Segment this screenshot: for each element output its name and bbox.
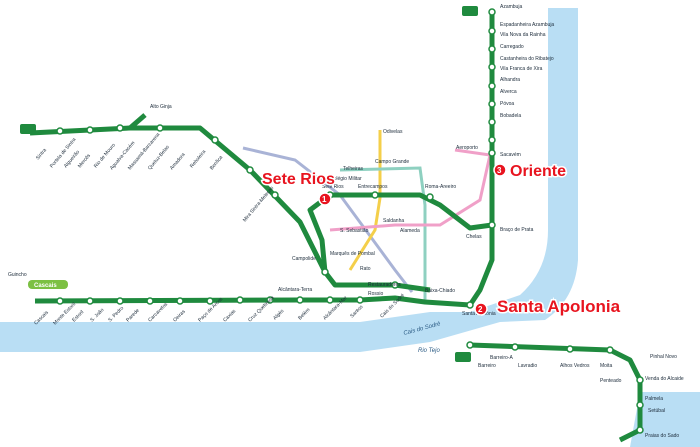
svg-text:Carregado: Carregado [500, 44, 524, 50]
svg-text:Estoril: Estoril [71, 309, 85, 323]
svg-text:Mira Sintra-Meleças: Mira Sintra-Meleças [242, 185, 275, 223]
metro-yellow-line [348, 130, 382, 271]
svg-text:Telheiras: Telheiras [343, 166, 364, 172]
svg-text:Marquês de Pombal: Marquês de Pombal [330, 251, 375, 257]
svg-text:Amadora: Amadora [169, 152, 187, 172]
oriente-south-curve [467, 225, 495, 307]
svg-text:Baixa-Chiado: Baixa-Chiado [425, 288, 455, 294]
cp-logo-icon [20, 6, 478, 362]
svg-text:Azambuja: Azambuja [500, 4, 522, 10]
svg-text:Vila Franca de Xira: Vila Franca de Xira [500, 66, 543, 72]
svg-text:Alhos Vedros: Alhos Vedros [560, 363, 590, 369]
topleft-branch [128, 113, 147, 130]
svg-text:Oriente: Oriente [510, 163, 566, 180]
svg-text:Alverca: Alverca [500, 89, 517, 95]
svg-text:Odivelas: Odivelas [383, 129, 403, 135]
guincho-label: Guincho [8, 272, 27, 278]
svg-text:S. João: S. João [89, 307, 105, 323]
svg-text:Palmela: Palmela [645, 396, 663, 402]
north-line [330, 12, 495, 231]
svg-text:Benfica: Benfica [209, 154, 224, 171]
svg-text:Santa Apolonia: Santa Apolonia [497, 297, 621, 316]
svg-text:Sintra: Sintra [35, 147, 48, 161]
svg-text:Oeiras: Oeiras [172, 308, 187, 323]
station-nodes [56, 8, 644, 434]
cascais-line [34, 295, 471, 308]
south-line-labels: Barreiro Lavradio Alhos Vedros Moita Pen… [478, 354, 684, 439]
svg-text:Santos: Santos [349, 304, 365, 320]
svg-text:Alameda: Alameda [400, 228, 420, 234]
svg-text:Barreiro-A: Barreiro-A [490, 355, 513, 361]
svg-text:Reboleira: Reboleira [189, 149, 207, 169]
svg-text:Colégio Militar: Colégio Militar [330, 176, 362, 182]
metro-green-line [339, 166, 427, 300]
svg-text:Chelas: Chelas [466, 234, 482, 240]
svg-text:Rato: Rato [360, 266, 371, 272]
svg-text:Castanheira do Ribatejo: Castanheira do Ribatejo [500, 56, 554, 62]
svg-text:Roma-Areeiro: Roma-Areeiro [425, 184, 456, 190]
svg-text:Póvoa: Póvoa [500, 101, 514, 107]
svg-text:Caxias: Caxias [222, 308, 237, 323]
svg-text:Entrecampos: Entrecampos [358, 184, 388, 190]
svg-text:Algés: Algés [272, 308, 285, 321]
svg-text:Lavradio: Lavradio [518, 363, 537, 369]
highlight-sete-rios[interactable]: 1 Sete Rios [261, 170, 337, 206]
north-line-labels: Azambuja Espadanheira Azambuja Vila Nova… [500, 4, 554, 233]
svg-text:3: 3 [497, 166, 502, 175]
sintra-line [29, 125, 328, 274]
svg-text:Setúbal: Setúbal [648, 408, 665, 414]
svg-text:Alto Ginja: Alto Ginja [150, 104, 172, 110]
svg-text:Espadanheira Azambuja: Espadanheira Azambuja [500, 22, 554, 28]
svg-text:S. Sebastião: S. Sebastião [340, 228, 369, 234]
svg-text:Sete Rios: Sete Rios [262, 171, 335, 188]
svg-text:Saldanha: Saldanha [383, 218, 404, 224]
svg-text:Rossio: Rossio [368, 291, 384, 297]
svg-text:Parede: Parede [125, 308, 141, 324]
cascais-tag-label: Cascais [34, 283, 57, 289]
svg-text:Barreiro: Barreiro [478, 363, 496, 369]
svg-text:Campolide: Campolide [292, 256, 316, 262]
svg-text:Vila Nova da Rainha: Vila Nova da Rainha [500, 32, 546, 38]
svg-text:Campo Grande: Campo Grande [375, 159, 409, 165]
cintura-loop [307, 193, 431, 293]
svg-text:Penteado: Penteado [600, 378, 622, 384]
highlight-santa-apolonia[interactable]: 2 Santa Apolonia [474, 296, 622, 318]
svg-text:Sacavém: Sacavém [500, 152, 521, 158]
svg-text:2: 2 [478, 305, 483, 314]
metro-red-line [329, 148, 492, 232]
river-label: Rio Tejo [418, 348, 440, 354]
svg-text:Praias do Sado: Praias do Sado [645, 433, 679, 439]
highlight-oriente[interactable]: 3 Oriente [493, 162, 568, 182]
svg-text:Braço de Prata: Braço de Prata [500, 227, 534, 233]
svg-text:1: 1 [322, 195, 327, 204]
svg-text:S. Pedro: S. Pedro [107, 305, 125, 323]
cascais-tag[interactable]: Cascais [28, 280, 68, 289]
river-tejo [0, 8, 700, 447]
svg-text:Bobadela: Bobadela [500, 113, 521, 119]
svg-text:Moita: Moita [600, 363, 612, 369]
svg-text:Restauradores: Restauradores [368, 282, 401, 288]
svg-text:Alcântara-Terra: Alcântara-Terra [278, 287, 312, 293]
svg-text:Belém: Belém [297, 307, 311, 321]
svg-text:Alhandra: Alhandra [500, 77, 520, 83]
svg-text:Venda do Alcaide: Venda do Alcaide [645, 376, 684, 382]
svg-text:Aeroporto: Aeroporto [456, 145, 478, 151]
svg-text:Sete Rios: Sete Rios [322, 184, 344, 190]
svg-text:Pinhal Novo: Pinhal Novo [650, 354, 677, 360]
